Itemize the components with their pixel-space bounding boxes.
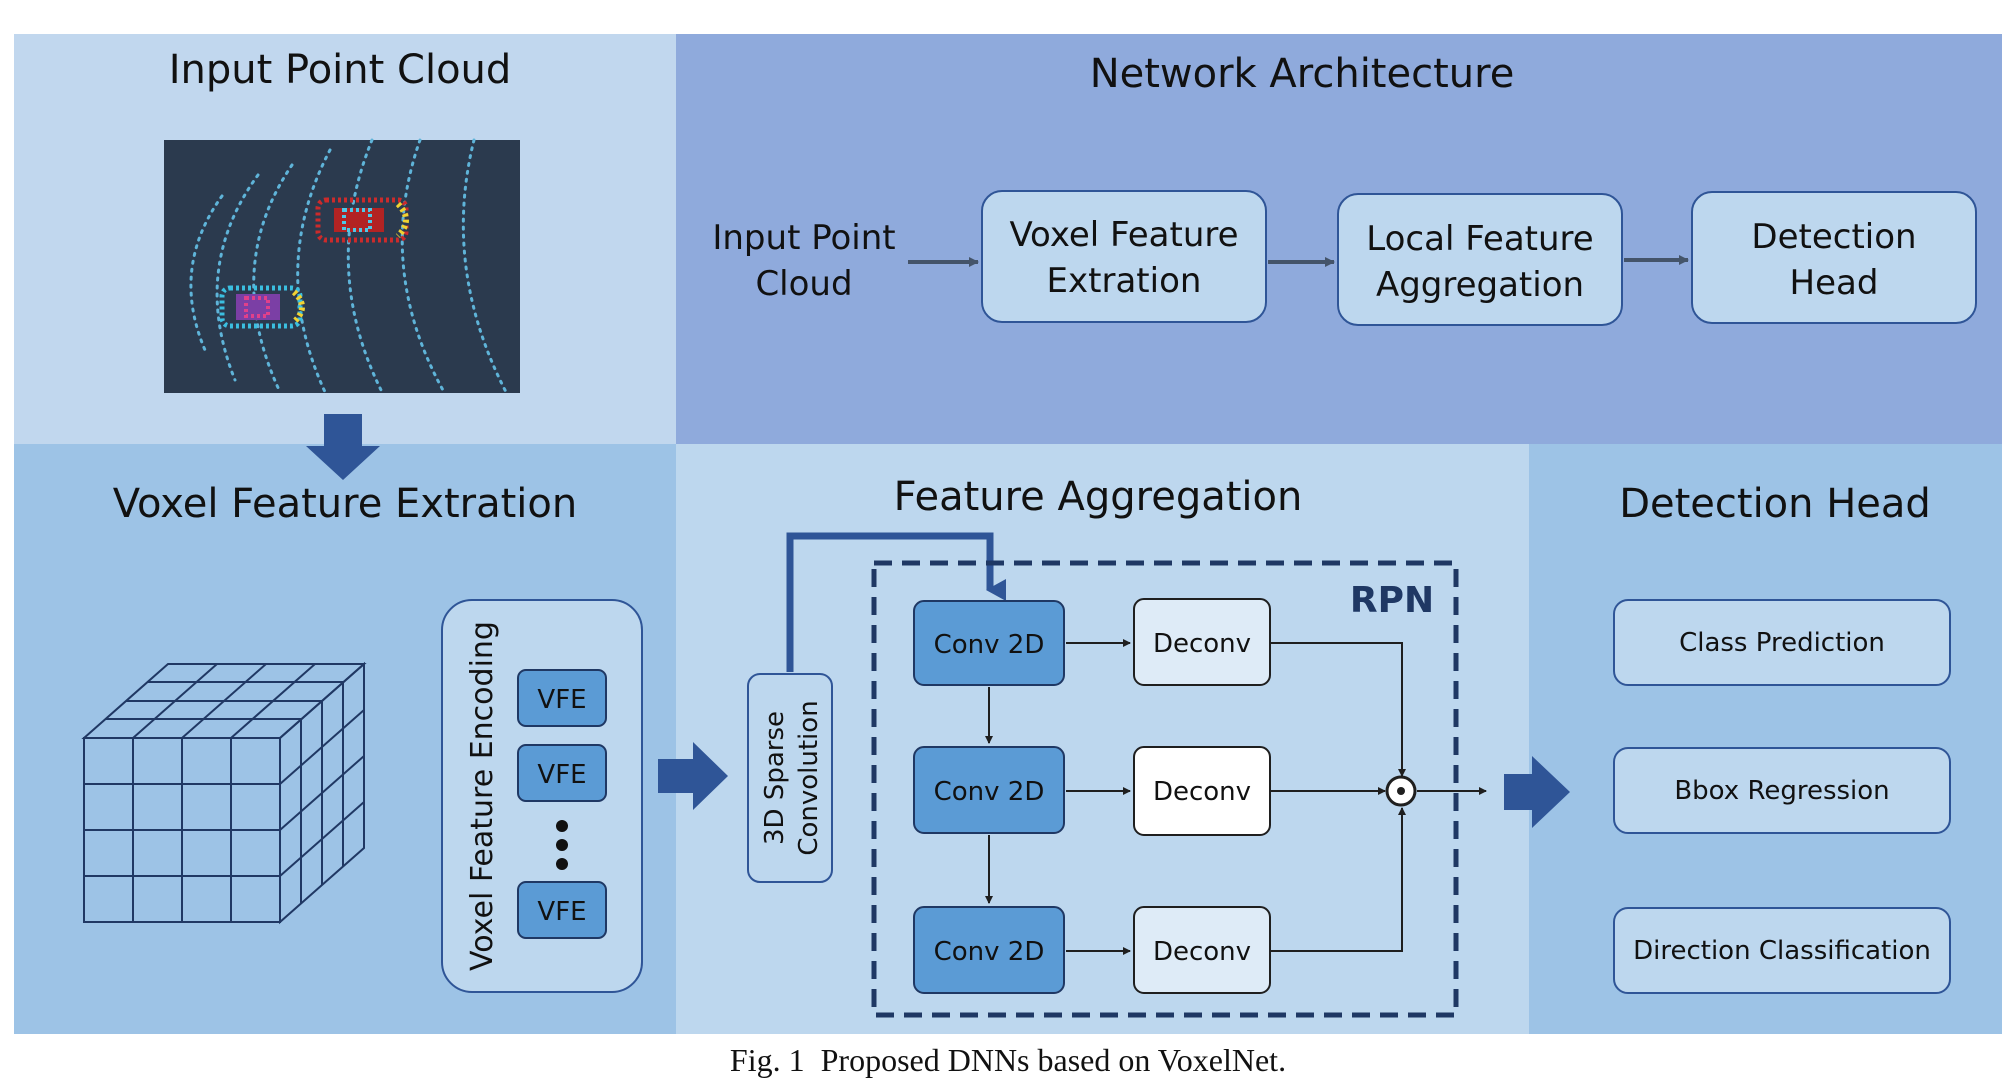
deconv-block-3-label: Deconv: [1153, 937, 1251, 967]
deconv-block-1-label: Deconv: [1153, 629, 1251, 659]
aggregation-panel-title: Feature Aggregation: [894, 474, 1303, 520]
flow-node-local-line2: Aggregation: [1376, 265, 1584, 305]
flow-input-line2: Cloud: [755, 264, 852, 304]
sparse-convolution-line1: 3D Sparse: [760, 711, 790, 845]
flow-node-voxel-line2: Extration: [1047, 261, 1202, 301]
flow-node-detection-head: Detection Head: [1691, 191, 1977, 324]
output-class-prediction: Class Prediction: [1613, 599, 1951, 686]
deconv-block-1: Deconv: [1133, 598, 1271, 686]
vfe-to-aggregation-arrow: [658, 742, 728, 810]
down-arrow: [306, 414, 380, 480]
output-direction-classification-label: Direction Classification: [1633, 936, 1931, 966]
rpn-connections: [985, 639, 1487, 955]
output-bbox-regression-label: Bbox Regression: [1674, 776, 1889, 806]
head-panel-title: Detection Head: [1619, 481, 1931, 527]
car-point-cluster-lower: [219, 285, 305, 329]
architecture-panel-title: Network Architecture: [1090, 51, 1515, 97]
flow-node-local-line1: Local Feature: [1366, 219, 1593, 259]
conv2d-block-3: Conv 2D: [913, 906, 1065, 994]
lidar-scan-rings: [189, 138, 508, 394]
rpn-label: RPN: [1350, 580, 1434, 621]
vfe-layer-1-label: VFE: [537, 685, 586, 715]
flow-node-head-line2: Head: [1790, 263, 1879, 303]
point-cloud-image: [164, 140, 520, 393]
flow-node-local-feature: Local Feature Aggregation: [1337, 193, 1623, 326]
deconv-block-3: Deconv: [1133, 906, 1271, 994]
output-bbox-regression: Bbox Regression: [1613, 747, 1951, 834]
vfe-ellipsis: [556, 820, 568, 870]
voxel-feature-encoding-label: Voxel Feature Encoding: [465, 621, 500, 971]
conv2d-block-2: Conv 2D: [913, 746, 1065, 834]
vfe-layer-2-label: VFE: [537, 760, 586, 790]
vfe-layer-1: VFE: [517, 669, 607, 727]
vfe-panel-title: Voxel Feature Extration: [113, 481, 577, 527]
deconv-block-2-label: Deconv: [1153, 777, 1251, 807]
car-point-cluster-upper: [315, 197, 409, 243]
voxel-grid-cube: [81, 661, 367, 925]
flow-input-line1: Input Point: [712, 218, 895, 258]
sparse-convolution-box: 3D Sparse Convolution: [747, 673, 833, 883]
flow-node-head-line1: Detection: [1751, 217, 1916, 257]
flow-input-label: Input Point Cloud: [712, 218, 895, 304]
output-direction-classification: Direction Classification: [1613, 907, 1951, 994]
flow-node-voxel-line1: Voxel Feature: [1009, 215, 1238, 255]
flow-node-voxel-feature: Voxel Feature Extration: [981, 190, 1267, 323]
conv2d-block-2-label: Conv 2D: [934, 777, 1045, 807]
conv2d-block-3-label: Conv 2D: [934, 937, 1045, 967]
conv2d-block-1-label: Conv 2D: [934, 630, 1045, 660]
rpn-region: [871, 560, 1459, 1018]
input-panel-title: Input Point Cloud: [169, 47, 512, 93]
conv2d-block-1: Conv 2D: [913, 600, 1065, 686]
vfe-layer-2: VFE: [517, 744, 607, 802]
vfe-layer-3-label: VFE: [537, 897, 586, 927]
output-class-prediction-label: Class Prediction: [1679, 628, 1885, 658]
aggregation-to-head-arrow: [1504, 756, 1570, 828]
vfe-layer-3: VFE: [517, 881, 607, 939]
elementwise-combine-icon: [1385, 775, 1417, 807]
figure-caption: Fig. 1 Proposed DNNs based on VoxelNet.: [730, 1042, 1286, 1078]
deconv-block-2: Deconv: [1133, 746, 1271, 836]
sparse-convolution-line2: Convolution: [794, 700, 824, 855]
